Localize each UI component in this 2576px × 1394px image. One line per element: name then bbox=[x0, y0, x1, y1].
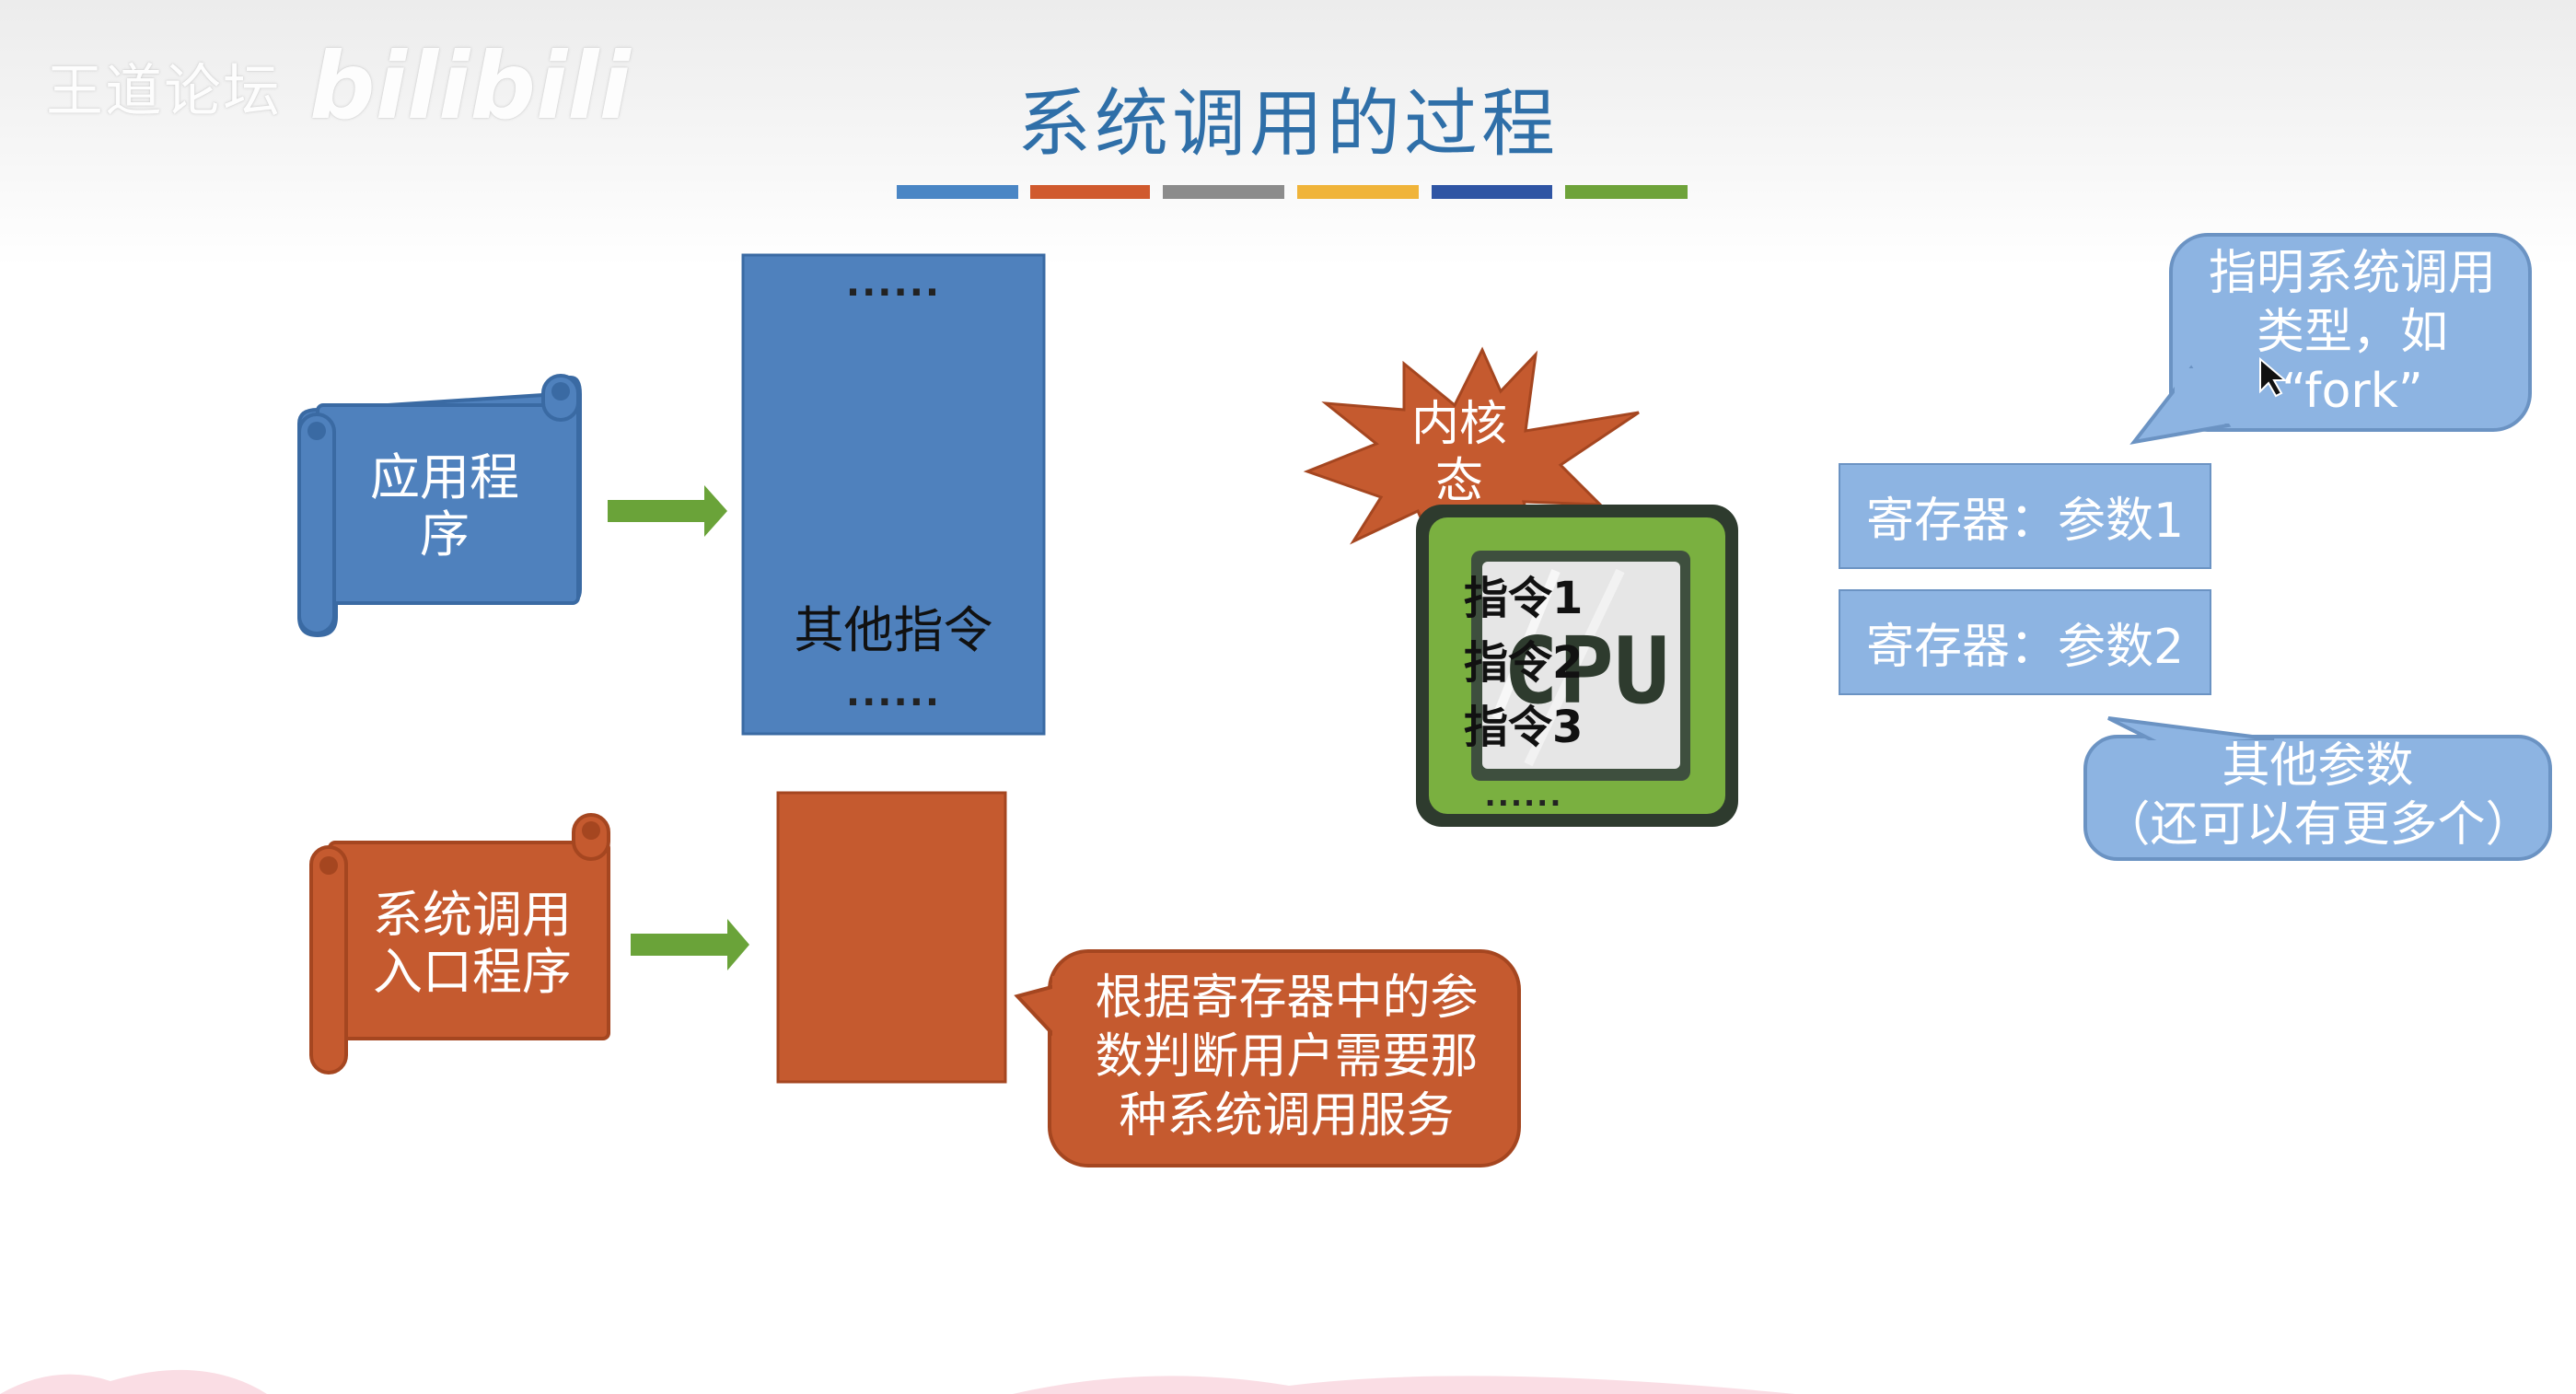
callout-judge-line2: 数判断用户需要那 bbox=[1095, 1029, 1479, 1085]
app-program-label-line1: 应用程 bbox=[370, 448, 519, 506]
callout-type-line2: 类型，如 bbox=[2256, 305, 2448, 360]
color-bar-segment-2 bbox=[1030, 185, 1150, 199]
callout-params-text: 其他参数 （还可以有更多个） bbox=[2085, 737, 2550, 854]
app-program-label: 应用程 序 bbox=[339, 449, 551, 563]
cpu-chip bbox=[1416, 505, 1738, 827]
instruction-bottom-dots: ...... bbox=[845, 672, 942, 714]
callout-params-line1: 其他参数 bbox=[2222, 738, 2414, 794]
color-bar-segment-4 bbox=[1297, 185, 1419, 199]
syscall-entry-scroll-shape bbox=[309, 813, 610, 1075]
kernel-mode-line2: 态 bbox=[1434, 454, 1483, 509]
cpu-instruction-1: 指令1 bbox=[1464, 573, 1584, 624]
callout-params-shape bbox=[2083, 716, 2552, 861]
callout-type-line3: “fork” bbox=[2281, 364, 2423, 419]
color-bar-segment-3 bbox=[1163, 185, 1284, 199]
callout-judge-shape bbox=[1014, 949, 1521, 1167]
register-param-1: 寄存器：参数1 bbox=[1839, 463, 2211, 569]
callout-judge-text: 根据寄存器中的参 数判断用户需要那 种系统调用服务 bbox=[1059, 969, 1514, 1145]
service-block bbox=[776, 791, 1007, 1084]
watermark: 王道论坛 bilibili bbox=[46, 32, 631, 140]
cpu-instruction-3: 指令3 bbox=[1464, 702, 1584, 753]
page-title: 系统调用的过程 bbox=[1017, 81, 1559, 167]
arrow-to-service-block bbox=[631, 919, 749, 970]
callout-type-text: 指明系统调用 类型，如 “fork” bbox=[2177, 244, 2527, 421]
color-bar-segment-1 bbox=[897, 185, 1018, 199]
callout-params-line2: （还可以有更多个） bbox=[2102, 797, 2534, 853]
kernel-mode-label: 内核 态 bbox=[1395, 396, 1524, 510]
callout-judge-line3: 种系统调用服务 bbox=[1119, 1088, 1455, 1144]
app-program-scroll-shape bbox=[297, 374, 582, 638]
cpu-dots: ...... bbox=[1484, 778, 1563, 813]
arrow-to-instructions bbox=[608, 485, 727, 537]
instruction-block bbox=[741, 253, 1046, 736]
instruction-block-label: 其他指令 bbox=[794, 601, 993, 659]
header-band bbox=[0, 0, 2576, 267]
register-param-2: 寄存器：参数2 bbox=[1839, 589, 2211, 695]
color-bar-segment-5 bbox=[1432, 185, 1552, 199]
syscall-entry-label-line1: 系统调用 bbox=[373, 886, 572, 944]
app-program-label-line2: 序 bbox=[420, 505, 470, 563]
syscall-entry-label-line2: 入口程序 bbox=[373, 943, 572, 1001]
callout-judge-line1: 根据寄存器中的参 bbox=[1095, 970, 1479, 1026]
instruction-top-dots: ...... bbox=[845, 262, 942, 305]
cpu-chip-text: CPU bbox=[1503, 617, 1670, 725]
cpu-instruction-2: 指令2 bbox=[1464, 637, 1584, 689]
mouse-cursor-icon bbox=[2259, 356, 2288, 398]
kernel-mode-starburst bbox=[1303, 346, 1640, 567]
color-bar-segment-6 bbox=[1565, 185, 1688, 199]
syscall-entry-label: 系统调用 入口程序 bbox=[353, 887, 592, 1001]
watermark-text: 王道论坛 bbox=[46, 57, 283, 124]
kernel-mode-line1: 内核 bbox=[1410, 397, 1507, 452]
callout-type-line1: 指明系统调用 bbox=[2208, 246, 2496, 301]
bottom-decoration bbox=[0, 1369, 1795, 1394]
bilibili-logo: bilibili bbox=[309, 31, 631, 140]
